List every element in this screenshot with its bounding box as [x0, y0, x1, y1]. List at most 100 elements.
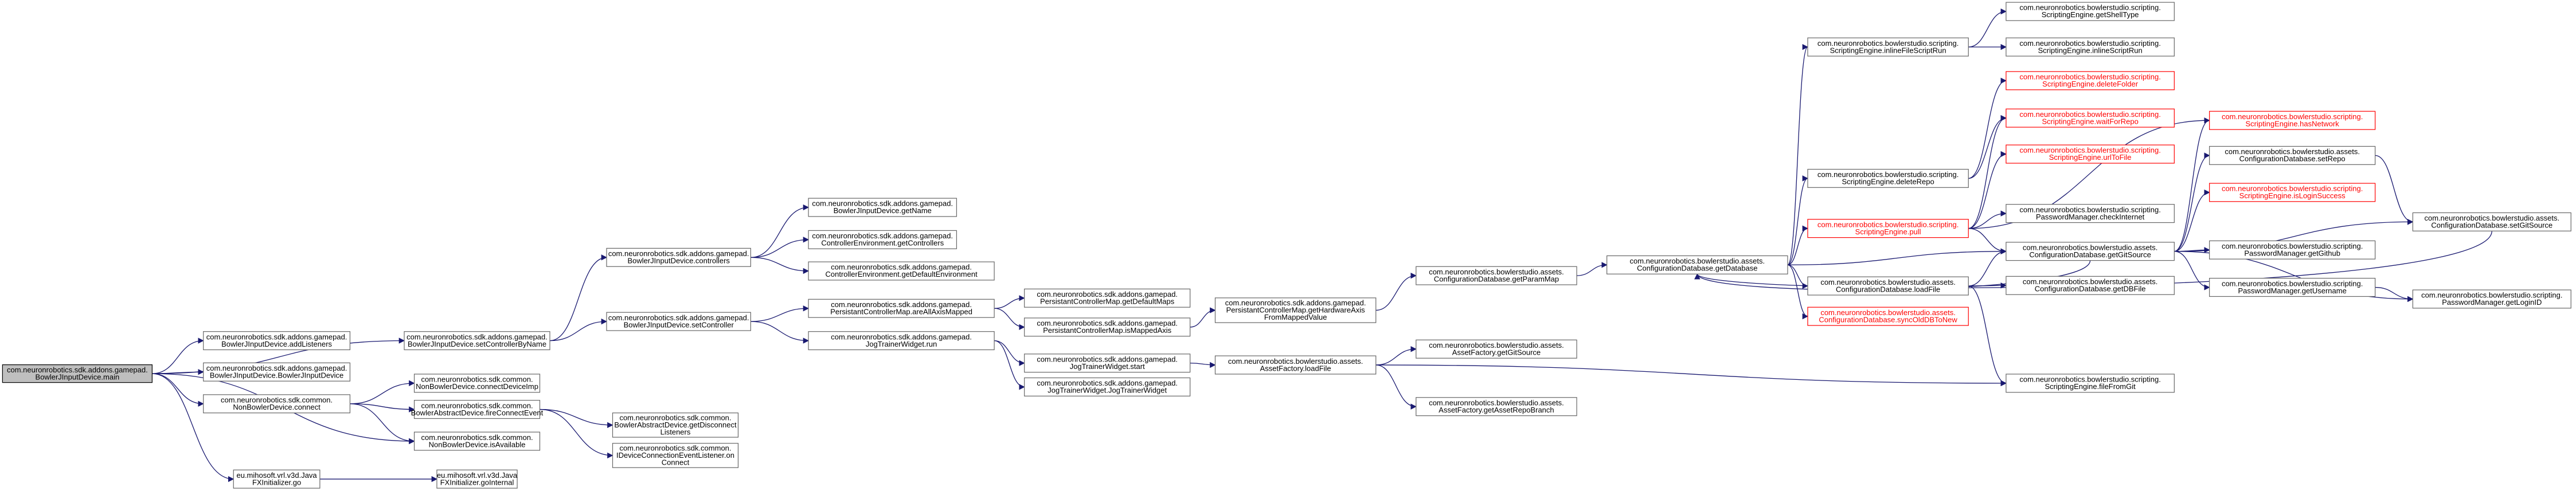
node-box	[1214, 355, 1377, 375]
node-getDefaultMaps[interactable]: com.neuronrobotics.sdk.addons.gamepad.Pe…	[1024, 288, 1191, 308]
edge-getDatabase-to-syncOldDBToNew	[1787, 264, 1809, 320]
node-fileFromGit[interactable]: com.neuronrobotics.bowlerstudio.scriptin…	[2006, 374, 2175, 393]
node-getShellType[interactable]: com.neuronrobotics.bowlerstudio.scriptin…	[2006, 2, 2175, 21]
node-checkInternet[interactable]: com.neuronrobotics.bowlerstudio.scriptin…	[2006, 204, 2175, 223]
node-jtwCtor[interactable]: com.neuronrobotics.sdk.addons.gamepad.Jo…	[1024, 377, 1191, 396]
node-deleteRepo[interactable]: com.neuronrobotics.bowlerstudio.scriptin…	[1807, 168, 1969, 188]
edge-loadFile-to-getGitSourceAF	[1375, 346, 1417, 366]
node-getDBFile[interactable]: com.neuronrobotics.bowlerstudio.assets.C…	[2006, 276, 2175, 295]
node-box	[2412, 289, 2571, 309]
edge-setController-to-pcmAxisMapped	[750, 305, 810, 322]
node-nbdConnect[interactable]: com.neuronrobotics.sdk.common.NonBowlerD…	[203, 394, 351, 414]
node-getDisconnectListeners[interactable]: com.neuronrobotics.sdk.common.BowlerAbst…	[612, 413, 739, 438]
node-label-line: com.neuronrobotics.sdk.common.	[619, 443, 731, 452]
node-getName[interactable]: com.neuronrobotics.sdk.addons.gamepad.Bo…	[808, 198, 957, 217]
node-label-line: JogTrainerWidget.start	[1070, 362, 1145, 371]
node-box	[1807, 276, 1969, 296]
node-label-line: com.neuronrobotics.sdk.addons.gamepad.	[831, 332, 972, 341]
node-pull[interactable]: com.neuronrobotics.bowlerstudio.scriptin…	[1807, 219, 1969, 238]
node-label-line: com.neuronrobotics.bowlerstudio.assets.	[2225, 147, 2360, 156]
edge-main-to-setControllerByName	[152, 337, 405, 374]
node-setGitSource[interactable]: com.neuronrobotics.bowlerstudio.assets.C…	[2412, 212, 2571, 231]
node-syncOldDBToNew[interactable]: com.neuronrobotics.bowlerstudio.assets.C…	[1807, 307, 1969, 326]
node-label-line: com.neuronrobotics.sdk.addons.gamepad.	[1037, 379, 1178, 387]
edge-main-to-addListeners	[152, 337, 204, 374]
node-main[interactable]: com.neuronrobotics.sdk.addons.gamepad.Bo…	[2, 364, 153, 383]
node-label-line: ScriptingEngine.urlToFile	[2049, 153, 2132, 162]
node-inlineFileScriptRun[interactable]: com.neuronrobotics.bowlerstudio.scriptin…	[1807, 37, 1969, 57]
node-box	[2006, 71, 2175, 91]
node-isAvailable[interactable]: com.neuronrobotics.sdk.common.NonBowlerD…	[413, 431, 541, 451]
node-label-line: com.neuronrobotics.bowlerstudio.assets.	[2023, 277, 2158, 286]
node-getDatabase[interactable]: com.neuronrobotics.bowlerstudio.assets.C…	[1606, 255, 1788, 274]
node-deleteFolder[interactable]: com.neuronrobotics.bowlerstudio.scriptin…	[2006, 71, 2175, 91]
node-label-line: com.neuronrobotics.sdk.addons.gamepad.	[7, 366, 148, 374]
node-isLoginSuccess[interactable]: com.neuronrobotics.bowlerstudio.scriptin…	[2209, 183, 2376, 202]
node-getControllers[interactable]: com.neuronrobotics.sdk.addons.gamepad.Co…	[808, 230, 957, 249]
node-addListeners[interactable]: com.neuronrobotics.sdk.addons.gamepad.Bo…	[203, 331, 351, 351]
node-connectDeviceImp[interactable]: com.neuronrobotics.sdk.common.NonBowlerD…	[413, 374, 541, 393]
node-waitForRepo[interactable]: com.neuronrobotics.bowlerstudio.scriptin…	[2006, 108, 2175, 128]
edge-getGitSourceCDB-to-hasNetwork	[2174, 117, 2210, 252]
node-getGithub[interactable]: com.neuronrobotics.bowlerstudio.scriptin…	[2209, 240, 2376, 260]
node-getGitSourceCDB[interactable]: com.neuronrobotics.bowlerstudio.assets.C…	[2006, 242, 2175, 261]
node-onConnect[interactable]: com.neuronrobotics.sdk.common.IDeviceCon…	[612, 443, 739, 468]
node-label-line: JogTrainerWidget.JogTrainerWidget	[1047, 386, 1167, 395]
node-getLoginID[interactable]: com.neuronrobotics.bowlerstudio.scriptin…	[2412, 289, 2571, 309]
node-setRepo[interactable]: com.neuronrobotics.bowlerstudio.assets.C…	[2209, 146, 2376, 165]
node-fireConnectEvent[interactable]: com.neuronrobotics.sdk.common.BowlerAbst…	[411, 400, 544, 419]
edge-getUsername-to-getLoginID	[2375, 286, 2414, 303]
node-label-line: com.neuronrobotics.bowlerstudio.scriptin…	[1817, 220, 1959, 229]
node-cdbLoadFile[interactable]: com.neuronrobotics.bowlerstudio.assets.C…	[1807, 276, 1969, 296]
node-box	[1807, 219, 1969, 238]
node-getDefaultEnv[interactable]: com.neuronrobotics.sdk.addons.gamepad.Co…	[808, 261, 995, 281]
node-label-line: ConfigurationDatabase.setGitSource	[2431, 221, 2552, 230]
node-label-line: com.neuronrobotics.bowlerstudio.scriptin…	[2019, 39, 2160, 48]
node-jtwRun[interactable]: com.neuronrobotics.sdk.addons.gamepad.Jo…	[808, 331, 995, 351]
node-jtwStart[interactable]: com.neuronrobotics.sdk.addons.gamepad.Jo…	[1024, 353, 1191, 373]
node-label-line: com.neuronrobotics.sdk.common.	[421, 375, 533, 384]
node-hasNetwork[interactable]: com.neuronrobotics.bowlerstudio.scriptin…	[2209, 111, 2376, 130]
node-label-line: BowlerJInputDevice.main	[36, 372, 120, 381]
node-box	[203, 394, 351, 414]
node-setController[interactable]: com.neuronrobotics.sdk.addons.gamepad.Bo…	[606, 312, 751, 331]
node-getAssetRepoBranch[interactable]: com.neuronrobotics.bowlerstudio.assets.A…	[1416, 397, 1577, 417]
node-box	[1214, 297, 1377, 323]
node-bjidCtor[interactable]: com.neuronrobotics.sdk.addons.gamepad.Bo…	[203, 362, 351, 382]
node-label-line: com.neuronrobotics.bowlerstudio.scriptin…	[2222, 112, 2363, 121]
node-label-line: PasswordManager.checkInternet	[2036, 213, 2145, 221]
node-label-line: com.neuronrobotics.bowlerstudio.scriptin…	[2019, 110, 2160, 119]
node-label-line: eu.mihosoft.vrl.v3d.Java	[437, 471, 518, 480]
node-label-line: com.neuronrobotics.sdk.addons.gamepad.	[206, 364, 347, 372]
node-box	[1024, 353, 1191, 373]
node-getUsername[interactable]: com.neuronrobotics.bowlerstudio.scriptin…	[2209, 278, 2376, 297]
node-getHardwareAxis[interactable]: com.neuronrobotics.sdk.addons.gamepad.Pe…	[1214, 297, 1377, 323]
node-label-line: ScriptingEngine.deleteRepo	[1842, 178, 1934, 186]
node-label-line: BowlerJInputDevice.BowlerJInputDevice	[210, 371, 343, 380]
node-box	[606, 312, 751, 331]
node-inlineScriptRun[interactable]: com.neuronrobotics.bowlerstudio.scriptin…	[2006, 37, 2175, 57]
node-box	[1416, 266, 1577, 285]
node-isMappedAxis[interactable]: com.neuronrobotics.sdk.addons.gamepad.Pe…	[1024, 317, 1191, 337]
node-label-line: ScriptingEngine.inlineScriptRun	[2038, 46, 2143, 54]
node-label-line: BowlerAbstractDevice.getDisconnect	[614, 421, 737, 429]
node-controllers[interactable]: com.neuronrobotics.sdk.addons.gamepad.Bo…	[606, 248, 751, 267]
node-urlToFile[interactable]: com.neuronrobotics.bowlerstudio.scriptin…	[2006, 144, 2175, 164]
node-getGitSourceAF[interactable]: com.neuronrobotics.bowlerstudio.assets.A…	[1416, 339, 1577, 359]
node-label-line: com.neuronrobotics.bowlerstudio.assets.	[1429, 341, 1564, 349]
node-box	[2209, 183, 2376, 202]
node-box	[2006, 276, 2175, 295]
node-setControllerByName[interactable]: com.neuronrobotics.sdk.addons.gamepad.Bo…	[404, 331, 550, 351]
node-box	[203, 362, 351, 382]
node-pcmAxisMapped[interactable]: com.neuronrobotics.sdk.addons.gamepad.Pe…	[808, 298, 995, 318]
node-goInternal[interactable]: eu.mihosoft.vrl.v3d.JavaFXInitializer.go…	[436, 469, 518, 489]
node-label-line: com.neuronrobotics.bowlerstudio.scriptin…	[2019, 73, 2160, 81]
node-label-line: JogTrainerWidget.run	[866, 340, 937, 348]
node-getParamMap[interactable]: com.neuronrobotics.bowlerstudio.assets.C…	[1416, 266, 1577, 285]
node-loadFile[interactable]: com.neuronrobotics.bowlerstudio.assets.A…	[1214, 355, 1377, 375]
node-box	[1024, 377, 1191, 396]
node-label-line: AssetFactory.getAssetRepoBranch	[1439, 406, 1554, 414]
node-label-line: com.neuronrobotics.bowlerstudio.assets.	[1429, 398, 1564, 407]
